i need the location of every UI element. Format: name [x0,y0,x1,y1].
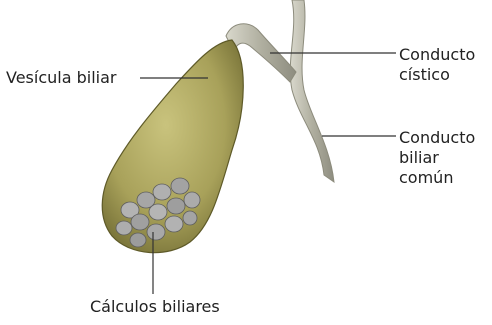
gallstone [165,216,183,232]
gallstone [131,214,149,230]
gallstone [171,178,189,194]
label-cystic-duct-line2: cístico [399,65,475,85]
gallstone [149,204,167,220]
gallstone [183,211,197,225]
label-common-duct-line1: Conducto [399,128,475,148]
gallstone [153,184,171,200]
label-common-duct-line3: común [399,168,475,188]
label-gallstones-text: Cálculos biliares [90,297,220,316]
gallstone [116,221,132,235]
label-cystic-duct: Conducto cístico [399,45,475,85]
label-cystic-duct-line1: Conducto [399,45,475,65]
gallstone [147,224,165,240]
common-bile-duct [290,0,334,182]
label-gallbladder: Vesícula biliar [6,68,116,88]
label-gallstones: Cálculos biliares [90,297,220,317]
gallstone [167,198,185,214]
label-common-duct-line2: biliar [399,148,475,168]
gallstone [130,233,146,247]
label-gallbladder-text: Vesícula biliar [6,68,116,87]
label-common-bile-duct: Conducto biliar común [399,128,475,188]
gallstone [184,192,200,208]
